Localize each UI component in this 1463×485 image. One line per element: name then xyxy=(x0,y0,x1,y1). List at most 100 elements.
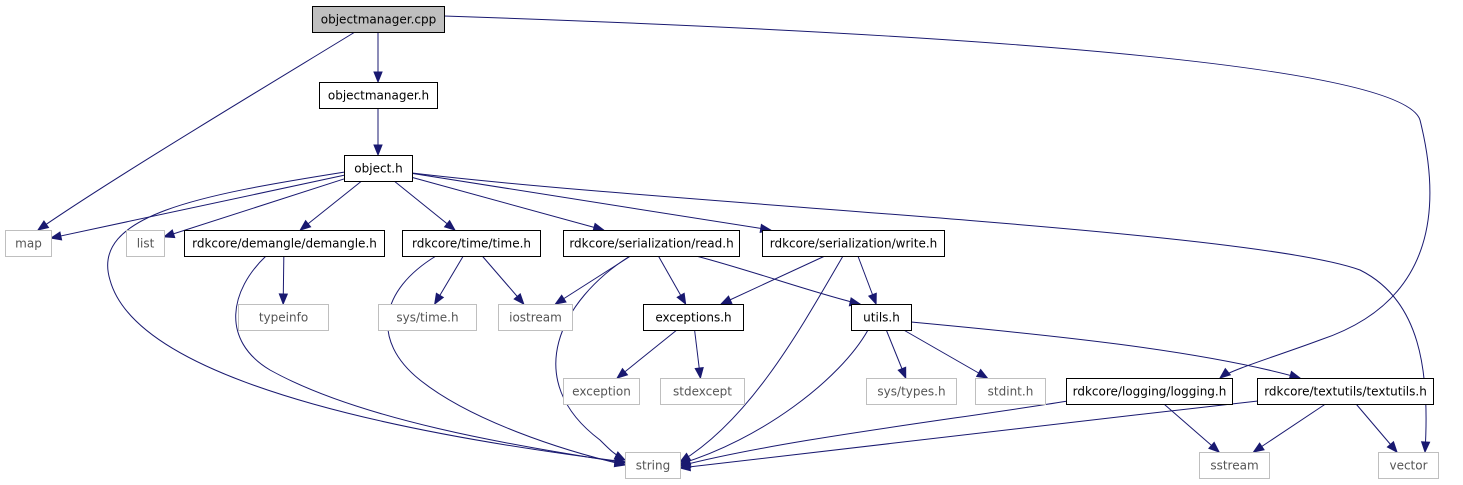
node-box xyxy=(1199,452,1270,479)
arrow-head-icon xyxy=(1420,441,1431,454)
edge-line xyxy=(1163,403,1220,453)
edge-object_h-to-time_h xyxy=(393,180,456,231)
edge-object_h-to-demangle_h xyxy=(299,180,363,231)
node-label: objectmanager.h xyxy=(328,89,429,103)
node-label: typeinfo xyxy=(259,311,308,325)
node-objectmanager-h[interactable]: objectmanager.h xyxy=(319,82,438,109)
node-label: iostream xyxy=(509,311,562,325)
edge-write_h-to-exceptions_h xyxy=(719,255,826,305)
edge-time_h-to-iostream xyxy=(481,255,525,306)
edge-demangle_h-to-string xyxy=(235,255,627,467)
arrow-head-icon xyxy=(676,292,687,306)
node-label: rdkcore/serialization/write.h xyxy=(770,237,938,251)
node-stdexcept: stdexcept xyxy=(660,378,745,405)
node-box xyxy=(975,378,1046,405)
edge-line xyxy=(411,172,771,231)
arrow-head-icon xyxy=(1252,442,1265,453)
edge-line xyxy=(481,255,525,305)
edge-line xyxy=(679,400,1069,467)
node-box xyxy=(498,304,573,331)
node-box xyxy=(563,378,640,405)
arrow-head-icon xyxy=(678,461,692,472)
node-logging-h[interactable]: rdkcore/logging/logging.h xyxy=(1066,378,1233,405)
edge-line xyxy=(411,172,1427,453)
arrow-head-icon xyxy=(613,451,627,461)
arrow-head-icon xyxy=(719,295,733,305)
node-time-h[interactable]: rdkcore/time/time.h xyxy=(402,230,541,257)
edge-read_h-to-utils_h xyxy=(695,255,862,307)
edge-line xyxy=(1355,403,1398,453)
edge-read_h-to-exceptions_h xyxy=(657,255,687,306)
node-exceptions-h[interactable]: exceptions.h xyxy=(643,304,744,331)
arrow-head-icon xyxy=(434,292,445,306)
node-demangle-h[interactable]: rdkcore/demangle/demangle.h xyxy=(184,230,385,257)
arrow-head-icon xyxy=(1218,367,1232,379)
edge-write_h-to-utils_h xyxy=(857,255,877,306)
node-object-h[interactable]: object.h xyxy=(344,155,413,182)
node-utils-h[interactable]: utils.h xyxy=(851,304,912,331)
node-label: sys/types.h xyxy=(877,385,945,399)
node-box xyxy=(643,304,744,331)
node-box xyxy=(1066,378,1233,405)
edge-line xyxy=(443,15,1431,379)
edge-time_h-to-sys_time_h xyxy=(434,255,464,306)
arrow-head-icon xyxy=(694,367,704,380)
edge-object_h-to-list xyxy=(162,178,345,239)
edge-textutils_h-to-string xyxy=(678,400,1259,472)
node-box xyxy=(184,230,385,257)
node-label: rdkcore/textutils/textutils.h xyxy=(1264,385,1427,399)
edge-line xyxy=(235,255,626,464)
arrow-head-icon xyxy=(897,366,907,380)
edge-object_h-to-read_h xyxy=(411,176,605,232)
node-label: sstream xyxy=(1210,459,1258,473)
arrow-head-icon xyxy=(616,367,629,379)
node-read-h[interactable]: rdkcore/serialization/read.h xyxy=(563,230,740,257)
edge-utils_h-to-textutils_h xyxy=(910,321,1302,380)
node-label: map xyxy=(15,237,42,251)
node-stdint-h: stdint.h xyxy=(975,378,1046,405)
node-box xyxy=(344,155,413,182)
node-box xyxy=(660,378,745,405)
edge-line xyxy=(163,178,345,238)
arrow-head-icon xyxy=(554,294,567,305)
edge-object_h-to-write_h xyxy=(411,172,772,234)
arrow-head-icon xyxy=(36,220,50,231)
node-write-h[interactable]: rdkcore/serialization/write.h xyxy=(762,230,945,257)
arrow-head-icon xyxy=(1386,440,1398,454)
edge-line xyxy=(393,180,456,231)
node-map: map xyxy=(5,230,52,257)
edge-utils_h-to-sys_types_h xyxy=(885,329,907,380)
arrow-head-icon xyxy=(513,292,525,306)
node-box xyxy=(563,230,740,257)
edge-objectmanager_h-to-object_h xyxy=(373,108,383,157)
edge-demangle_h-to-typeinfo xyxy=(278,255,289,306)
node-list: list xyxy=(126,230,165,257)
node-label: vector xyxy=(1389,459,1427,473)
edge-objectmanager_cpp-to-objectmanager_h xyxy=(373,32,383,84)
node-label: rdkcore/serialization/read.h xyxy=(569,237,733,251)
node-sys-time-h: sys/time.h xyxy=(378,304,477,331)
edge-utils_h-to-stdint_h xyxy=(903,329,989,379)
arrow-head-icon xyxy=(373,144,383,157)
node-label: stdexcept xyxy=(673,385,732,399)
edge-exceptions_h-to-stdexcept xyxy=(694,329,704,380)
node-sstream: sstream xyxy=(1199,452,1270,479)
edge-line xyxy=(616,329,678,379)
arrow-head-icon xyxy=(49,231,63,241)
arrow-head-icon xyxy=(299,219,312,231)
node-textutils-h[interactable]: rdkcore/textutils/textutils.h xyxy=(1257,378,1434,405)
nodes-layer: objectmanager.cpp objectmanager.h object.h… xyxy=(5,6,1439,479)
node-label: sys/time.h xyxy=(396,311,458,325)
edge-line xyxy=(107,171,626,463)
node-label: stdint.h xyxy=(988,385,1034,399)
node-objectmanager-cpp[interactable]: objectmanager.cpp xyxy=(312,6,445,33)
edge-line xyxy=(720,255,826,305)
node-box xyxy=(126,230,165,257)
node-box xyxy=(762,230,945,257)
arrow-head-icon xyxy=(278,293,289,306)
node-sys-types-h: sys/types.h xyxy=(866,378,957,405)
edge-textutils_h-to-sstream xyxy=(1252,403,1326,453)
edge-line xyxy=(679,255,844,463)
node-label: objectmanager.cpp xyxy=(321,13,436,27)
